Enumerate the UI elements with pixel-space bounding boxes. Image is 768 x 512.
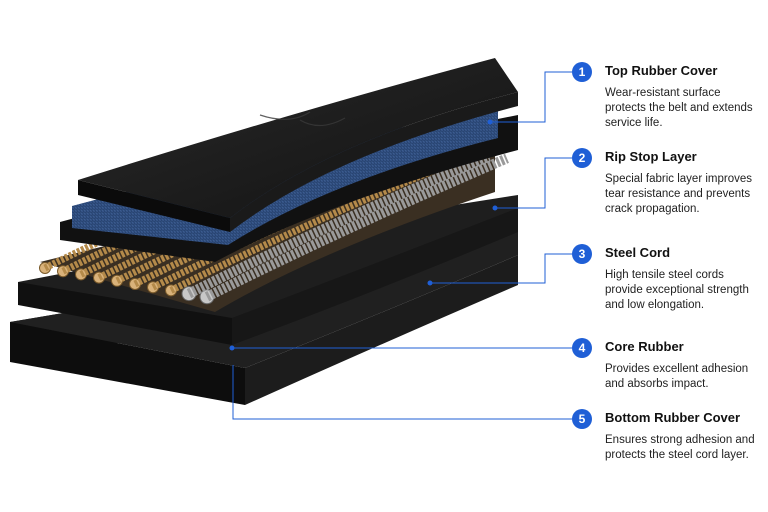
cord-strand	[186, 151, 491, 299]
layer-description: Special fabric layer improves tear resis…	[605, 173, 753, 215]
layer-title: Top Rubber Cover	[605, 63, 718, 78]
layer-description: High tensile steel cords provide excepti…	[605, 269, 749, 311]
layer-title: Rip Stop Layer	[605, 149, 697, 164]
layer-title: Core Rubber	[605, 339, 684, 354]
layer-number-badge: 1	[572, 62, 592, 82]
layer-description: Provides excellent adhesion and absorbs …	[605, 363, 749, 390]
leader-line-5	[232, 365, 572, 420]
cord-strand	[204, 153, 509, 302]
layer-description: Wear-resistant surface protects the belt…	[605, 87, 753, 129]
leader-line-1	[490, 71, 572, 123]
layer-number-badge: 3	[572, 244, 592, 264]
layer-title: Bottom Rubber Cover	[605, 410, 741, 425]
top-rubber-cover	[78, 58, 518, 232]
layer-description: Ensures strong adhesion and protects the…	[605, 434, 755, 461]
layer-number-badge: 4	[572, 338, 592, 358]
leader-dots	[229, 119, 498, 351]
leader-lines	[232, 71, 572, 420]
layer-number-badge: 5	[572, 409, 592, 429]
leader-line-3	[430, 253, 572, 284]
layer-number-badge: 2	[572, 148, 592, 168]
leader-line-2	[495, 157, 572, 209]
layer-title: Steel Cord	[605, 245, 671, 260]
